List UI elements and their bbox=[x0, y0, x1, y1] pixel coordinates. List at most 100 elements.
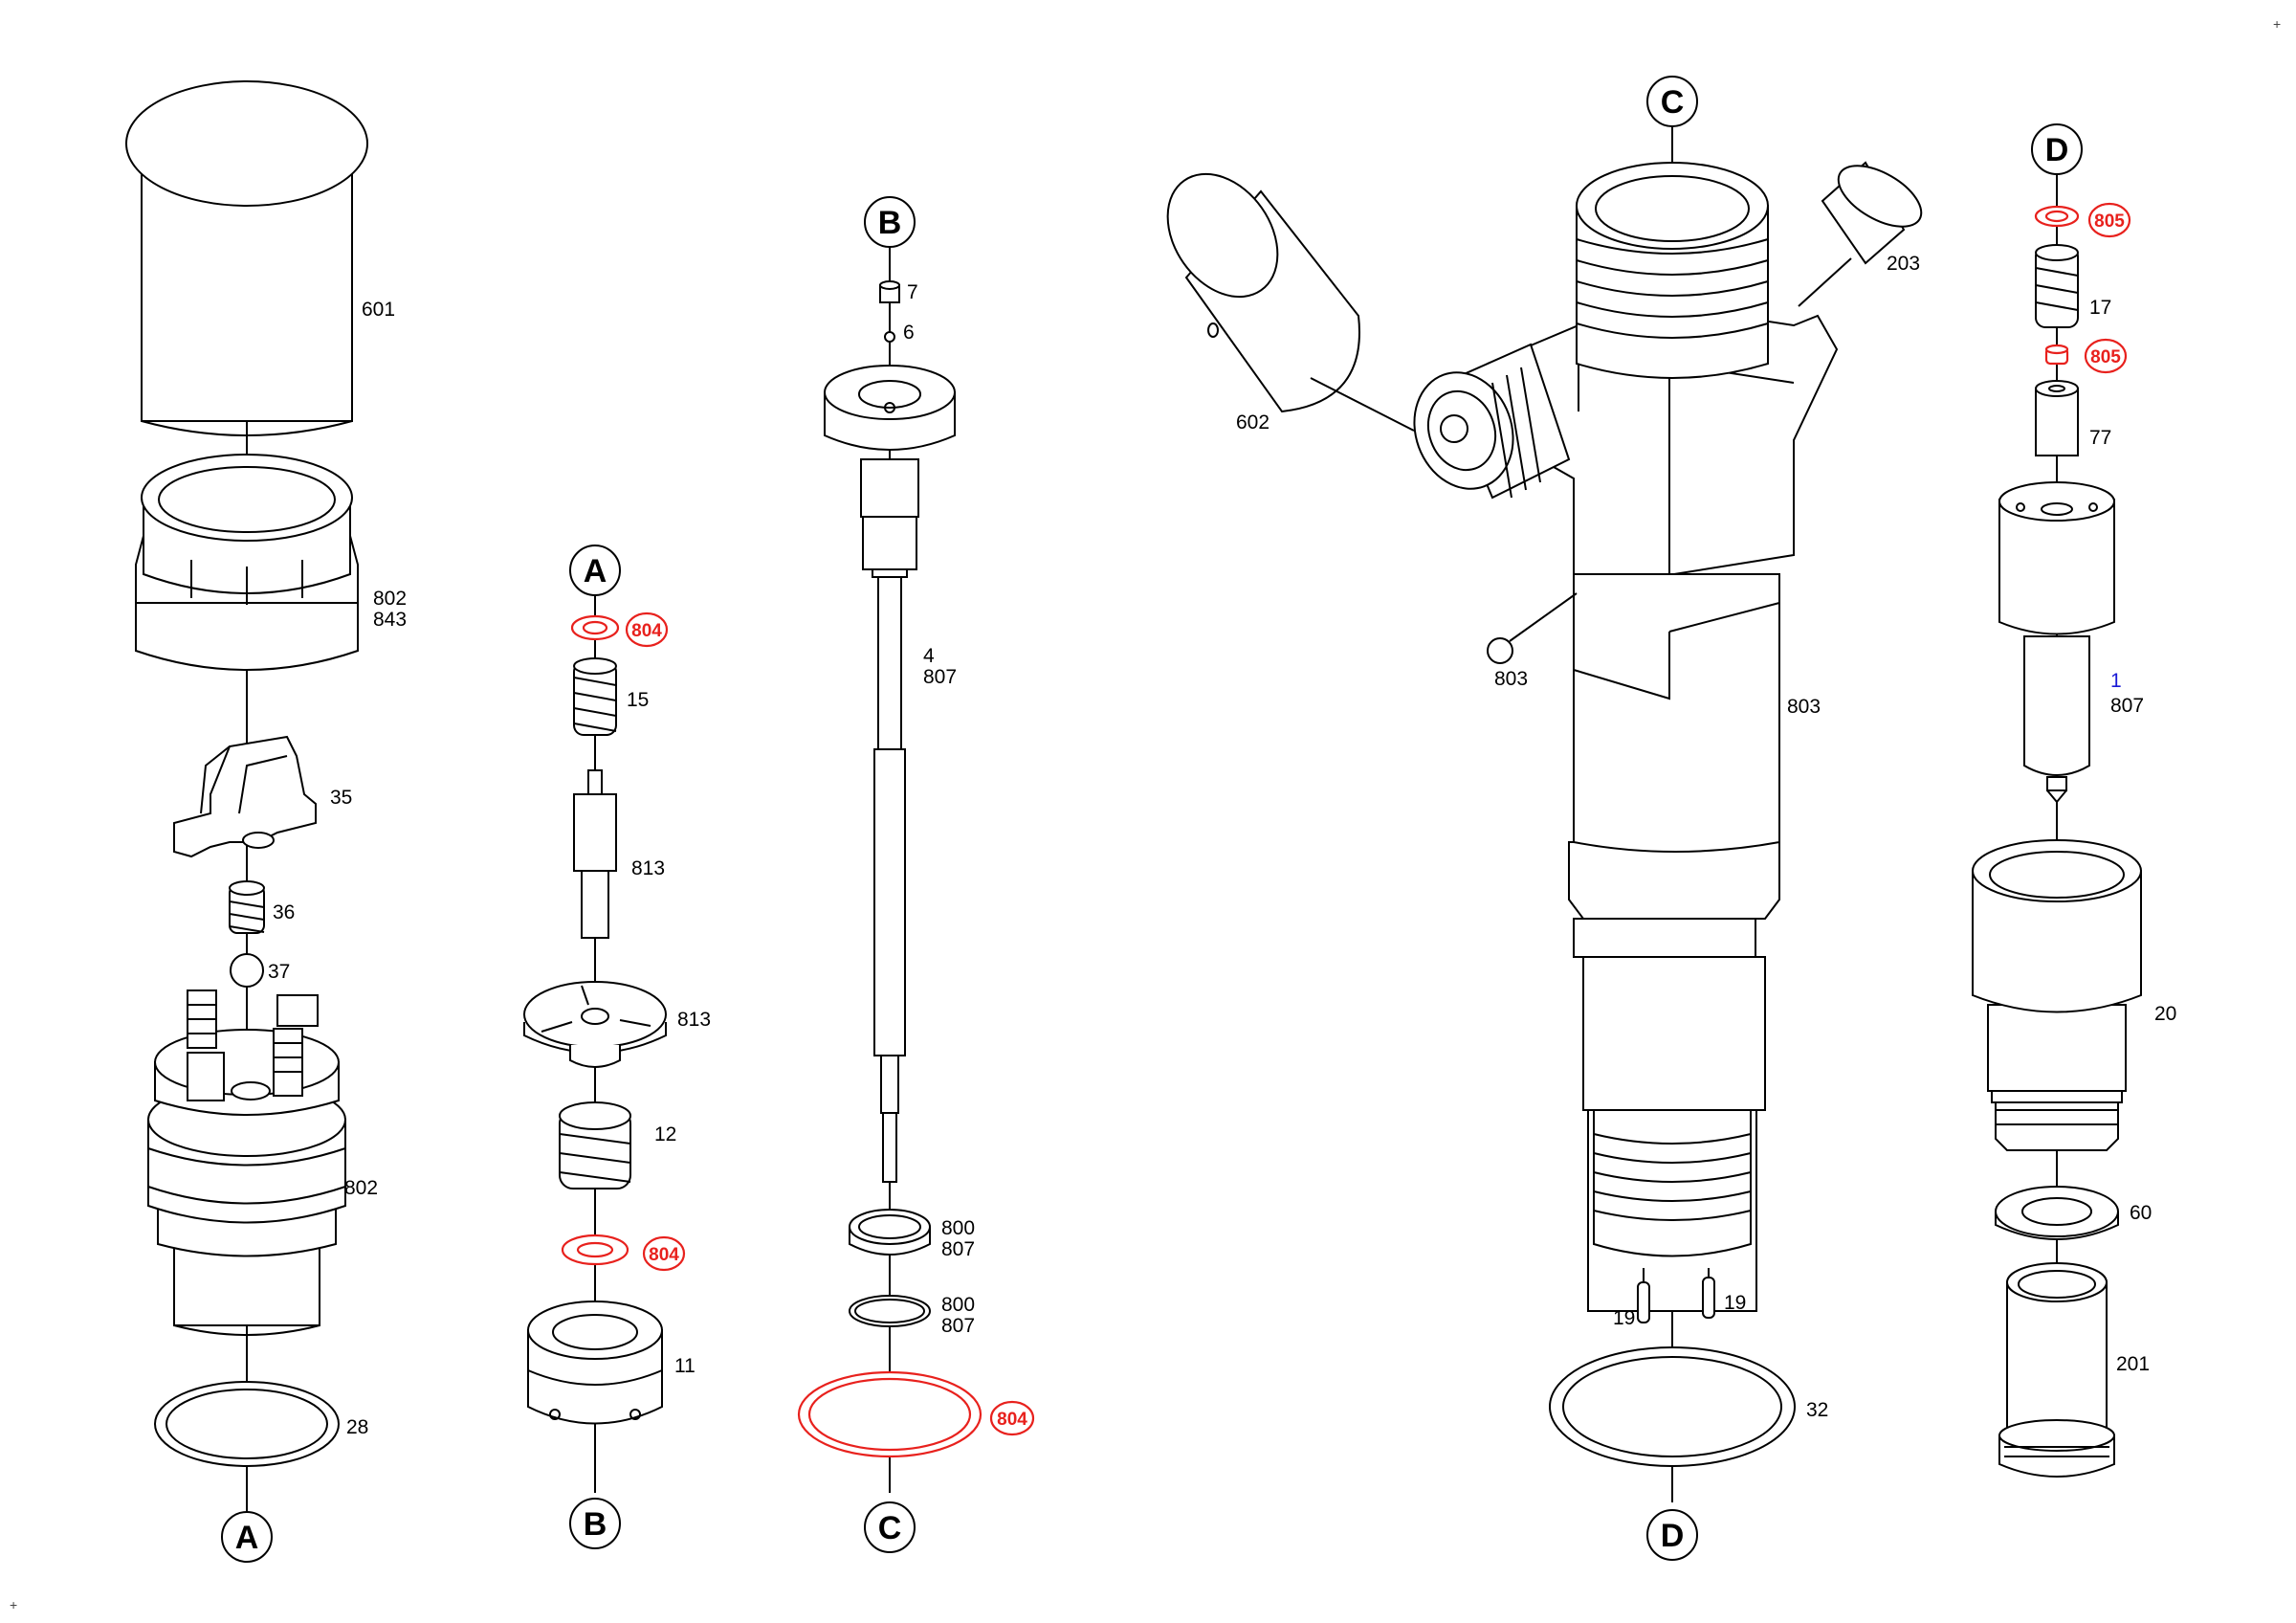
label-602: 602 bbox=[1236, 411, 1269, 434]
label-20: 20 bbox=[2154, 1003, 2176, 1025]
label-802-843-line2: 843 bbox=[373, 609, 407, 631]
label-804-mid: 804 bbox=[649, 1245, 679, 1265]
part-11-nut bbox=[527, 1301, 663, 1425]
label-601: 601 bbox=[362, 299, 395, 321]
part-1-807-nozzle bbox=[1998, 481, 2115, 804]
part-802-843-nut bbox=[135, 454, 359, 671]
label-804-top: 804 bbox=[631, 621, 662, 641]
label-807: 807 bbox=[2110, 695, 2144, 717]
leader-803-ball bbox=[1509, 592, 1578, 642]
label-19-right: 19 bbox=[1724, 1292, 1746, 1314]
label-805-top: 805 bbox=[2094, 211, 2125, 232]
label-4-807-line1: 4 bbox=[923, 645, 935, 667]
badge-805-mid bbox=[2084, 338, 2128, 374]
connector-d-top bbox=[2031, 123, 2083, 175]
label-802: 802 bbox=[344, 1177, 378, 1199]
corner-mark-top-right: + bbox=[2273, 16, 2281, 32]
label-1: 1 bbox=[2110, 670, 2122, 692]
part-35-clip bbox=[173, 735, 317, 858]
connector-d-bottom bbox=[1646, 1509, 1698, 1561]
part-813-plate bbox=[523, 981, 667, 1068]
part-602-cap bbox=[1166, 172, 1415, 432]
connector-a-top bbox=[569, 545, 621, 596]
part-805-washer-top bbox=[2034, 205, 2080, 228]
column-2-parts: A 804 15 813 bbox=[523, 545, 711, 1549]
part-36-spring bbox=[229, 880, 265, 934]
part-802-body bbox=[147, 989, 346, 1336]
part-800-807-ring-2 bbox=[849, 1295, 931, 1327]
label-7: 7 bbox=[907, 281, 918, 303]
part-804-ring-big bbox=[797, 1370, 982, 1458]
label-11: 11 bbox=[674, 1355, 695, 1377]
column-1-parts: 601 802 843 35 bbox=[125, 80, 407, 1563]
label-28: 28 bbox=[346, 1416, 368, 1438]
label-800-807-2-line1: 800 bbox=[941, 1294, 975, 1316]
connector-c-top-letter: C bbox=[1661, 84, 1685, 121]
connector-a-bottom-letter: A bbox=[235, 1520, 259, 1556]
label-77: 77 bbox=[2089, 427, 2111, 449]
connector-b-top-letter: B bbox=[878, 205, 902, 241]
column-3-parts: B 7 6 4 807 bbox=[797, 196, 1035, 1553]
part-60-washer bbox=[1995, 1186, 2119, 1240]
connector-c-bottom bbox=[864, 1501, 916, 1553]
part-37-ball bbox=[230, 953, 264, 988]
label-803-ball: 803 bbox=[1494, 668, 1528, 690]
label-803-body: 803 bbox=[1787, 696, 1821, 718]
column-4-parts: C 602 bbox=[1166, 76, 1923, 1561]
badge-805-top bbox=[2087, 202, 2131, 238]
part-800-807-ring-1 bbox=[849, 1209, 931, 1256]
part-32-ring bbox=[1549, 1346, 1796, 1467]
label-6: 6 bbox=[903, 322, 915, 344]
connector-a-top-letter: A bbox=[584, 553, 607, 589]
part-20-nozzle-nut bbox=[1972, 839, 2142, 1151]
connector-a-bottom bbox=[221, 1511, 273, 1563]
part-803-ball bbox=[1487, 637, 1513, 664]
label-813-pin: 813 bbox=[631, 857, 665, 879]
connector-c-bottom-letter: C bbox=[878, 1510, 902, 1546]
label-15: 15 bbox=[627, 689, 649, 711]
label-802-843-line1: 802 bbox=[373, 588, 407, 610]
badge-804-mid bbox=[642, 1235, 686, 1272]
part-15-spring bbox=[573, 657, 617, 736]
badge-804-big bbox=[989, 1400, 1035, 1436]
label-813-plate: 813 bbox=[677, 1009, 711, 1031]
part-813-pin bbox=[573, 769, 617, 939]
part-804-washer-top bbox=[570, 614, 620, 641]
column-5-parts: D 805 17 805 77 bbox=[1972, 123, 2176, 1478]
label-4-807-line2: 807 bbox=[923, 666, 957, 688]
part-28-ring bbox=[154, 1381, 340, 1467]
part-12-spring bbox=[559, 1101, 631, 1189]
label-36: 36 bbox=[273, 901, 295, 923]
connector-b-bottom-letter: B bbox=[584, 1506, 607, 1543]
label-800-807-1-line2: 807 bbox=[941, 1238, 975, 1260]
label-17: 17 bbox=[2089, 297, 2111, 319]
label-800-807-1-line1: 800 bbox=[941, 1217, 975, 1239]
part-804-washer-mid bbox=[561, 1234, 629, 1266]
part-4-807-valve bbox=[824, 365, 956, 1183]
connector-b-bottom bbox=[569, 1498, 621, 1549]
label-19-left: 19 bbox=[1613, 1307, 1635, 1329]
part-19-pin-right bbox=[1702, 1268, 1715, 1319]
connector-c-top bbox=[1646, 76, 1698, 127]
connector-d-bottom-letter: D bbox=[1661, 1518, 1685, 1554]
label-203: 203 bbox=[1887, 253, 1920, 275]
label-32: 32 bbox=[1806, 1399, 1828, 1421]
connector-d-top-letter: D bbox=[2045, 132, 2069, 168]
part-203-cap bbox=[1798, 161, 1923, 307]
part-805-washer-mid bbox=[2044, 344, 2069, 366]
connector-b-top bbox=[864, 196, 916, 248]
label-35: 35 bbox=[330, 787, 352, 809]
corner-mark-bottom-left: + bbox=[10, 1597, 17, 1612]
part-19-pin-left bbox=[1637, 1268, 1650, 1323]
label-60: 60 bbox=[2130, 1202, 2152, 1224]
part-77-cylinder bbox=[2035, 380, 2079, 456]
part-601-cap bbox=[125, 80, 368, 436]
part-6-ball bbox=[884, 331, 895, 343]
part-7 bbox=[879, 280, 900, 303]
label-805-mid: 805 bbox=[2090, 347, 2121, 367]
part-201-sleeve bbox=[1998, 1262, 2115, 1478]
label-37: 37 bbox=[268, 961, 290, 983]
label-804-big: 804 bbox=[997, 1410, 1027, 1430]
label-12: 12 bbox=[654, 1123, 676, 1145]
